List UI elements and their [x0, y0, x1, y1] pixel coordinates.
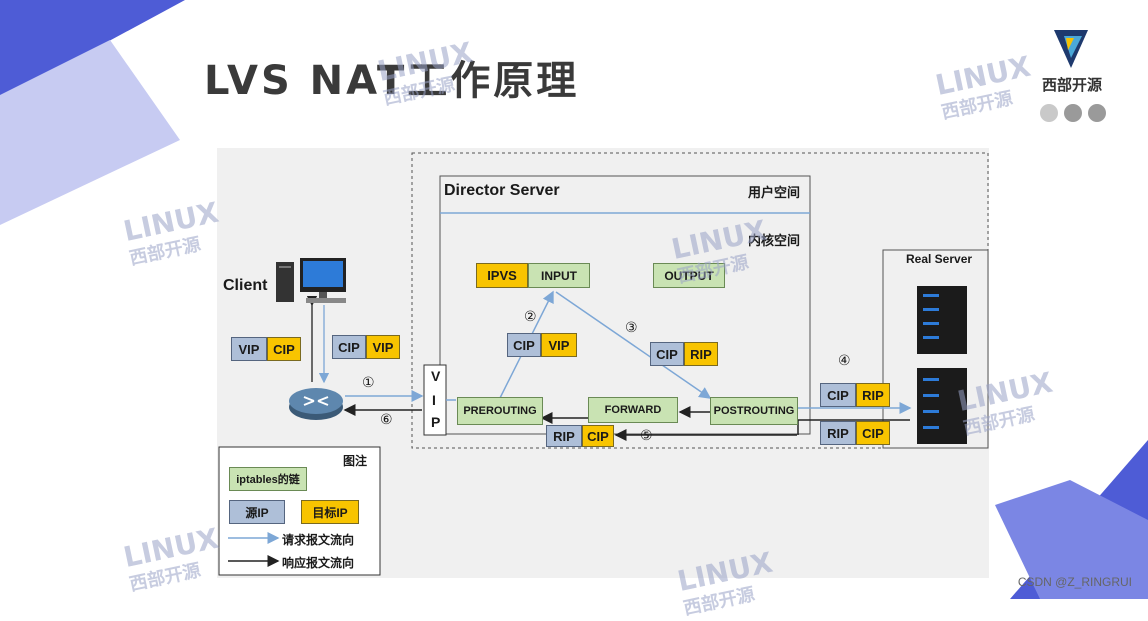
client-label: Client	[223, 277, 268, 294]
background-decor	[0, 0, 1148, 599]
step-2: ②	[524, 308, 537, 324]
vip-letter-v: V	[431, 368, 441, 384]
packet-client-right-a: CIP	[332, 335, 366, 359]
step-4: ④	[838, 352, 851, 368]
chain-postrouting: POSTROUTING	[710, 397, 798, 425]
chain-output: OUTPUT	[653, 263, 725, 288]
packet-step3-a: CIP	[650, 342, 684, 366]
legend-response: 响应报文流向	[282, 556, 355, 570]
chain-forward: FORWARD	[588, 397, 678, 423]
packet-step5-a: RIP	[546, 425, 582, 447]
router-icon	[289, 388, 343, 420]
server-icon-2	[917, 368, 967, 444]
page-title: LVS NAT工作原理	[204, 58, 580, 104]
director-label: Director Server	[444, 182, 560, 199]
packet-client-right-b: VIP	[366, 335, 400, 359]
packet-rs-in-b: RIP	[856, 383, 890, 407]
packet-step5-b: CIP	[582, 425, 614, 447]
dot-3	[1088, 104, 1106, 122]
user-space-label: 用户空间	[748, 185, 801, 200]
legend-dst-ip: 目标IP	[301, 500, 359, 524]
dot-1	[1040, 104, 1058, 122]
packet-step2-b: VIP	[541, 333, 577, 357]
legend-request: 请求报文流向	[282, 533, 355, 547]
brand-name: 西部开源	[1042, 77, 1103, 94]
packet-step2-a: CIP	[507, 333, 541, 357]
vip-letter-p: P	[431, 414, 441, 430]
legend-src-ip: 源IP	[229, 500, 285, 524]
vip-letter-i: I	[432, 392, 436, 408]
chain-input: INPUT	[528, 263, 590, 288]
packet-step3-b: RIP	[684, 342, 718, 366]
legend-title: 图注	[343, 454, 368, 468]
step-5: ⑤	[640, 427, 653, 443]
packet-client-left-b: CIP	[267, 337, 301, 361]
logo-icon	[1054, 30, 1088, 68]
packet-rs-out-b: CIP	[856, 421, 890, 445]
step-6: ⑥	[380, 411, 393, 427]
chain-ipvs: IPVS	[476, 263, 528, 288]
packet-rs-in-a: CIP	[820, 383, 856, 407]
footer-credit: CSDN @Z_RINGRUI	[1017, 575, 1132, 589]
real-server-label: Real Server	[906, 252, 973, 266]
packet-rs-out-a: RIP	[820, 421, 856, 445]
kernel-space-label: 内核空间	[748, 233, 801, 248]
diagram-lines	[218, 152, 989, 576]
dot-2	[1064, 104, 1082, 122]
legend-chain: iptables的链	[229, 467, 307, 491]
server-icon	[917, 286, 967, 354]
chain-prerouting: PREROUTING	[457, 397, 543, 425]
step-1: ①	[362, 374, 375, 390]
computer-icon	[276, 258, 346, 303]
step-3: ③	[625, 319, 638, 335]
packet-client-left-a: VIP	[231, 337, 267, 361]
